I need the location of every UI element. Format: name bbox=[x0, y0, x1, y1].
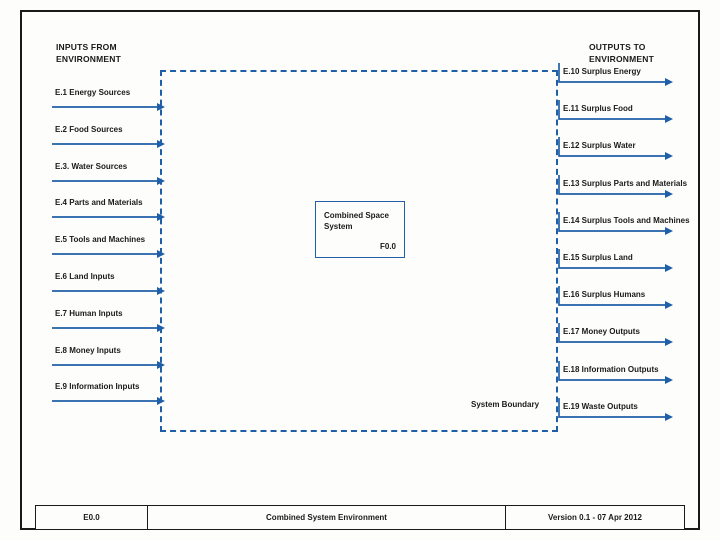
input-flow-arrow bbox=[52, 250, 165, 259]
output-flow-row[interactable]: E.10 Surplus Energy bbox=[558, 63, 680, 97]
input-flow-label: E.2 Food Sources bbox=[55, 124, 123, 134]
process-id: F0.0 bbox=[379, 242, 396, 251]
output-flow-arrow bbox=[558, 286, 673, 310]
input-flow-arrow bbox=[52, 139, 165, 148]
output-flow-arrow bbox=[558, 174, 673, 198]
output-flow-row[interactable]: E.13 Surplus Parts and Materials bbox=[558, 174, 687, 209]
input-flow-row[interactable]: E.9 Information Inputs bbox=[52, 382, 172, 412]
output-flow-label: E.16 Surplus Humans bbox=[563, 290, 646, 300]
output-flow-label: E.15 Surplus Land bbox=[563, 253, 633, 262]
input-flow-arrow bbox=[52, 103, 165, 111]
output-flow-label: E.14 Surplus Tools and Machines bbox=[563, 215, 690, 225]
input-flow-arrow bbox=[52, 213, 165, 222]
output-flow-row[interactable]: E.14 Surplus Tools and Machines bbox=[558, 211, 690, 246]
input-flow-row[interactable]: E.1 Energy Sources bbox=[52, 88, 172, 118]
input-flow-row[interactable]: E.2 Food Sources bbox=[52, 125, 172, 155]
process-name: Combined Space System bbox=[324, 211, 389, 231]
output-flow-row[interactable]: E.15 Surplus Land bbox=[558, 249, 680, 283]
input-flow-row[interactable]: E.4 Parts and Materials bbox=[52, 198, 172, 228]
input-flow-label: E.3. Water Sources bbox=[55, 161, 128, 171]
output-flow-row[interactable]: E.18 Information Outputs bbox=[558, 360, 680, 395]
output-flow-arrow bbox=[558, 360, 673, 384]
input-flow-arrow bbox=[52, 287, 165, 295]
output-flow-label: E.10 Surplus Energy bbox=[563, 67, 641, 76]
output-flow-arrow bbox=[558, 63, 673, 86]
output-flow-arrow bbox=[558, 323, 673, 347]
output-flow-row[interactable]: E.19 Waste Outputs bbox=[558, 397, 680, 432]
system-boundary-box bbox=[160, 70, 558, 432]
output-flow-row[interactable]: E.16 Surplus Humans bbox=[558, 286, 680, 320]
input-flow-row[interactable]: E.3. Water Sources bbox=[52, 162, 172, 192]
title-block: E0.0 Combined System Environment Version… bbox=[35, 505, 685, 530]
input-flow-row[interactable]: E.7 Human Inputs bbox=[52, 309, 172, 339]
output-flow-arrow bbox=[558, 100, 673, 124]
output-flow-row[interactable]: E.12 Surplus Water bbox=[558, 137, 680, 171]
input-flow-label: E.1 Energy Sources bbox=[55, 88, 131, 97]
input-flow-label: E.8 Money Inputs bbox=[55, 345, 121, 355]
input-flow-row[interactable]: E.6 Land Inputs bbox=[52, 272, 172, 302]
input-flow-label: E.6 Land Inputs bbox=[55, 272, 115, 281]
output-flow-label: E.17 Money Outputs bbox=[563, 327, 640, 337]
output-flow-arrow bbox=[558, 397, 673, 421]
input-flow-arrow bbox=[52, 360, 165, 369]
output-flow-arrow bbox=[558, 249, 673, 272]
title-block-id: E0.0 bbox=[36, 506, 148, 529]
process-box-combined-space-system[interactable]: Combined Space System F0.0 bbox=[315, 201, 405, 258]
input-flow-label: E.7 Human Inputs bbox=[55, 308, 123, 318]
input-flow-label: E.5 Tools and Machines bbox=[55, 235, 146, 245]
output-flow-label: E.19 Waste Outputs bbox=[563, 401, 638, 411]
outputs-column-heading: OUTPUTS TO ENVIRONMENT bbox=[589, 42, 655, 64]
input-flow-arrow bbox=[52, 323, 165, 332]
input-flow-arrow bbox=[52, 397, 165, 406]
input-flow-row[interactable]: E.8 Money Inputs bbox=[52, 346, 172, 376]
input-flow-row[interactable]: E.5 Tools and Machines bbox=[52, 235, 172, 265]
output-flow-label: E.12 Surplus Water bbox=[563, 141, 636, 151]
output-flow-arrow bbox=[558, 137, 673, 161]
output-flow-label: E.11 Surplus Food bbox=[563, 104, 633, 114]
output-flow-arrow bbox=[558, 211, 673, 235]
page-frame bbox=[20, 10, 700, 530]
output-flow-row[interactable]: E.17 Money Outputs bbox=[558, 323, 680, 357]
output-flow-row[interactable]: E.11 Surplus Food bbox=[558, 100, 680, 134]
input-flow-label: E.9 Information Inputs bbox=[55, 382, 140, 392]
input-flow-arrow bbox=[52, 176, 165, 185]
title-block-version: Version 0.1 - 07 Apr 2012 bbox=[548, 513, 642, 522]
input-flow-label: E.4 Parts and Materials bbox=[55, 198, 143, 208]
output-flow-label: E.18 Information Outputs bbox=[563, 364, 659, 374]
inputs-column-heading: INPUTS FROM ENVIRONMENT bbox=[56, 42, 122, 64]
system-boundary-label: System Boundary bbox=[471, 400, 540, 409]
output-flow-label: E.13 Surplus Parts and Materials bbox=[563, 178, 688, 188]
title-block-title: Combined System Environment bbox=[148, 506, 506, 529]
